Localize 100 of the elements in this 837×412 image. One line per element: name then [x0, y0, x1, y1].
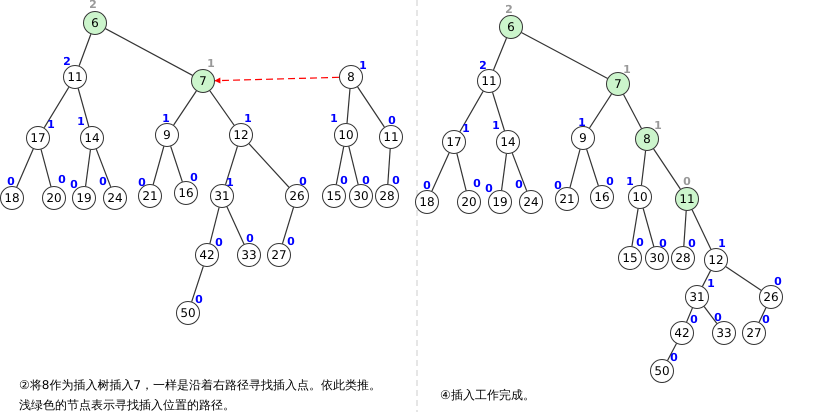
tree-node: 24: [519, 190, 543, 214]
tree-node: 10: [334, 123, 358, 147]
tree-node: 16: [174, 181, 198, 205]
tree-link: [357, 86, 385, 128]
npl-value: 0: [392, 175, 400, 187]
caption-text: 浅绿色的节点表示寻找插入位置的路径。: [19, 398, 235, 412]
npl-value: 0: [246, 233, 254, 245]
tree-link: [492, 38, 508, 70]
tree-node: 20: [42, 186, 66, 210]
npl-value: 1: [626, 176, 634, 188]
tree-link: [623, 94, 642, 129]
caption-text: ②将8作为插入树插入7，一样是沿着右路径寻找插入点。依此类推。: [19, 378, 382, 392]
tree-node: 33: [237, 243, 261, 267]
tree-link: [631, 208, 639, 246]
tree-link: [686, 308, 693, 322]
tree-link: [348, 146, 359, 184]
npl-value: 1: [77, 116, 85, 128]
tree-node: 11: [63, 65, 87, 89]
npl-value: 1: [244, 113, 252, 125]
npl-value: 1: [162, 113, 170, 125]
tree-node: 33: [712, 321, 736, 345]
tree-node: 9: [571, 126, 595, 150]
tree-link: [683, 210, 687, 246]
tree-link: [209, 207, 220, 244]
tree-link: [152, 146, 164, 185]
npl-value: 0: [7, 176, 15, 188]
tree-link: [78, 88, 90, 127]
tree-link: [758, 308, 766, 322]
highlighted-tree-node: 7: [606, 72, 630, 96]
npl-value: 0: [473, 178, 481, 190]
npl-value: 2: [479, 60, 487, 72]
tree-link: [44, 86, 70, 128]
tree-node: 10: [628, 185, 652, 209]
tree-link: [492, 92, 505, 131]
npl-value: 1: [330, 113, 338, 125]
tree-node: 24: [103, 186, 127, 210]
npl-value: 0: [714, 312, 722, 324]
tree-node: 26: [759, 285, 783, 309]
tree-link: [692, 210, 712, 250]
npl-value: 1: [707, 278, 715, 290]
npl-value: 1: [47, 119, 55, 131]
tree-node: 17: [26, 126, 50, 150]
npl-value: 0: [515, 179, 523, 191]
tree-node: 14: [496, 130, 520, 154]
tree-node: 12: [229, 123, 253, 147]
tree-node: 30: [349, 184, 373, 208]
tree-link: [521, 32, 608, 79]
tree-node: 28: [375, 184, 399, 208]
npl-value: 1: [578, 117, 586, 129]
tree-link: [586, 149, 599, 186]
tree-link: [456, 154, 467, 190]
tree-node: 30: [645, 246, 669, 270]
tree-link: [589, 94, 612, 128]
tree-link: [726, 266, 762, 291]
npl-value: 0: [99, 176, 107, 188]
npl-value: 1: [207, 58, 215, 70]
tree-node: 14: [80, 126, 104, 150]
highlighted-tree-node: 6: [499, 15, 523, 39]
tree-link: [642, 208, 654, 247]
tree-link: [702, 270, 712, 287]
tree-link: [40, 149, 52, 187]
tree-link: [248, 143, 290, 188]
npl-value: 0: [362, 175, 370, 187]
tree-node: 12: [704, 248, 728, 272]
tree-link: [640, 150, 646, 186]
npl-value: 0: [423, 180, 431, 192]
highlighted-tree-node: 7: [191, 69, 215, 93]
tree-link: [667, 343, 677, 361]
npl-value: 1: [492, 120, 500, 132]
tree-link: [225, 146, 238, 185]
tree-link: [387, 148, 391, 184]
tree-link: [78, 34, 92, 66]
npl-value: 1: [718, 238, 726, 250]
tree-link: [431, 152, 450, 192]
tree-link: [501, 154, 507, 190]
tree-link: [209, 90, 235, 126]
npl-value: 0: [58, 174, 66, 186]
npl-value: 0: [340, 175, 348, 187]
tree-link: [16, 148, 34, 188]
tree-node: 20: [457, 190, 481, 214]
npl-value: 0: [683, 176, 691, 188]
npl-value: 0: [774, 276, 782, 288]
highlighted-tree-node: 11: [675, 187, 699, 211]
tree-link: [105, 28, 193, 76]
tree-node: 28: [671, 246, 695, 270]
tree-node: 11: [477, 69, 501, 93]
tree-link: [191, 266, 204, 302]
highlighted-tree-node: 6: [83, 11, 107, 35]
tree-node: 18: [415, 190, 439, 214]
tree-link: [459, 91, 484, 132]
tree-link: [336, 146, 344, 184]
npl-value: 0: [388, 115, 396, 127]
tree-node: 18: [0, 186, 24, 210]
tree-link: [96, 148, 112, 188]
arrow: [214, 76, 340, 84]
tree-node: 15: [322, 184, 346, 208]
tree-node: 9: [155, 123, 179, 147]
tree-link: [85, 150, 91, 186]
tree-link: [170, 146, 183, 182]
npl-value: 2: [89, 0, 97, 11]
